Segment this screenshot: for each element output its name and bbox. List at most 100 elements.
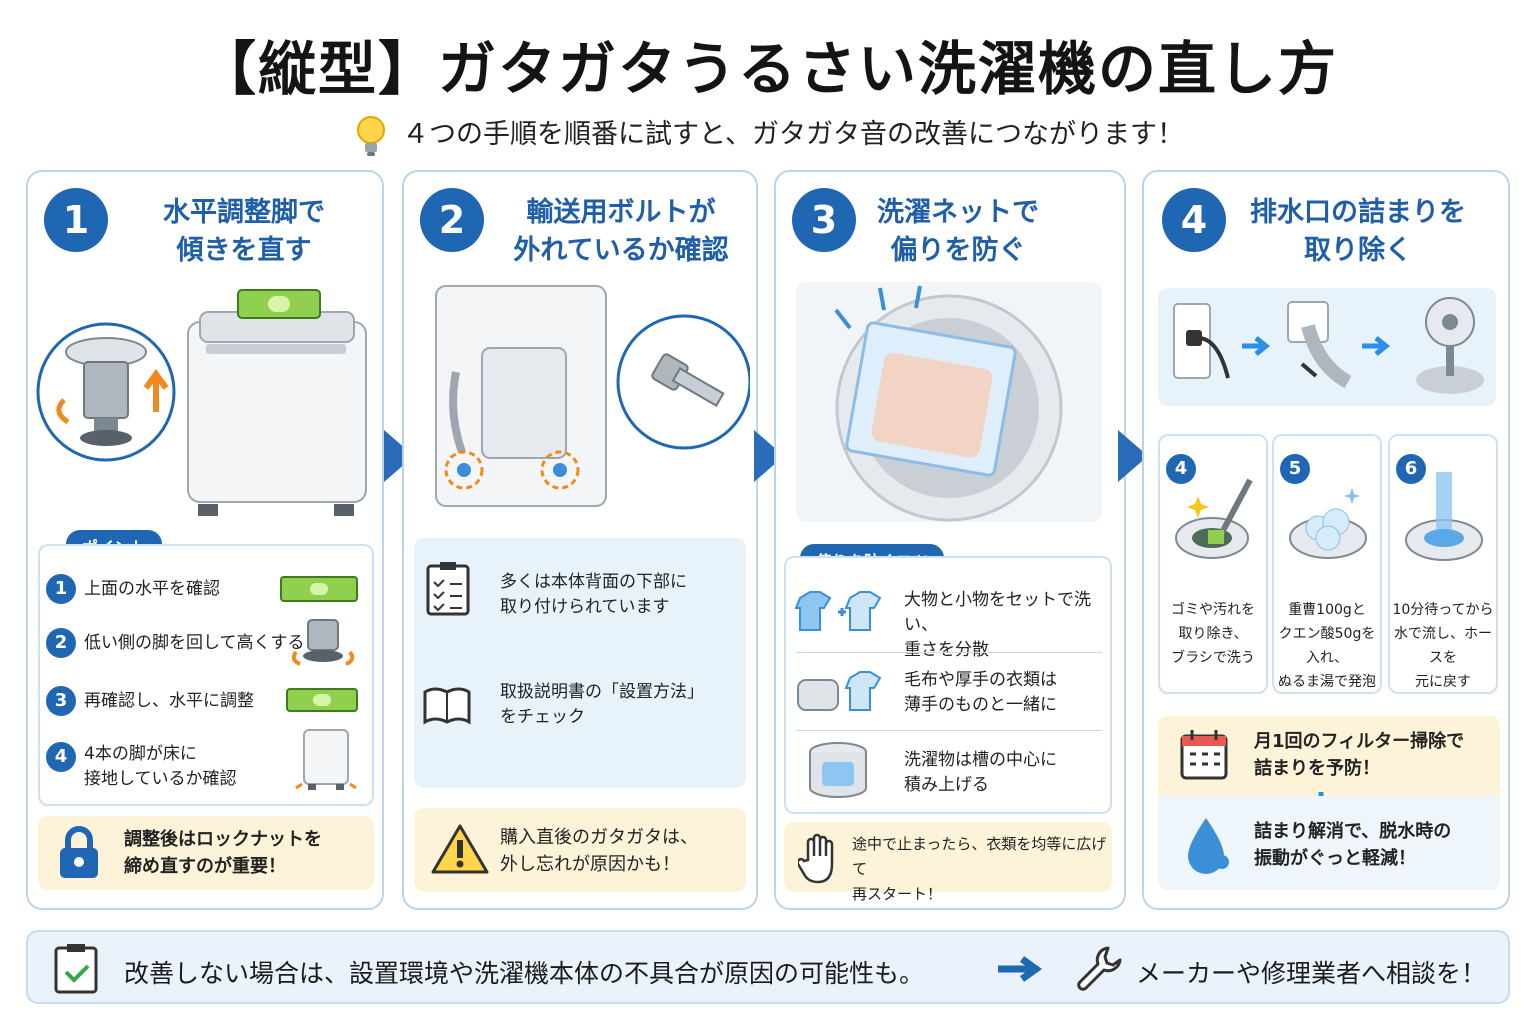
substep-text-4: ゴミや汚れを 取り除き、 ブラシで洗う	[1160, 598, 1266, 670]
step2-note-line1: 購入直後のガタガタは、	[500, 827, 698, 848]
tip-text-1-line1: 大物と小物をセットで洗い、	[904, 590, 1091, 635]
step-title-2-line1: 輸送用ボルトが	[526, 197, 716, 228]
step2-note: 購入直後のガタガタは、 外し忘れが原因かも！	[414, 808, 746, 892]
step-title-3-line1: 洗濯ネットで	[877, 197, 1039, 228]
tip-text-3-line2: 積み上げる	[904, 775, 989, 795]
point-text-4: 4本の脚が床に 接地しているか確認	[84, 742, 237, 792]
step-title-2-line2: 外れているか確認	[513, 235, 729, 266]
step-title-4-line2: 取り除く	[1304, 235, 1412, 266]
substep-text-6-line3: 元に戻す	[1415, 674, 1471, 690]
right-arrow-icon	[998, 956, 1043, 982]
step-number-4: 4	[1162, 188, 1226, 252]
substep-card-5: 5 重曹100gと クエン酸50gを入れ、 ぬるま湯で発泡	[1272, 434, 1382, 694]
tip-text-3: 洗濯物は槽の中心に 積み上げる	[904, 748, 1057, 798]
point-list: 1 上面の水平を確認 2 低い側の脚を回して高くする 3 再確認し、水平に調整 …	[38, 544, 374, 806]
step-number-2: 2	[420, 188, 484, 252]
step4-tip2-line2: 振動がぐっと軽減！	[1254, 848, 1416, 869]
step2-info2-line2: をチェック	[500, 707, 585, 727]
substep-text-4-line3: ブラシで洗う	[1171, 650, 1255, 666]
tip-text-2-line1: 毛布や厚手の衣類は	[904, 670, 1057, 690]
tip-text-1-line2: 重さを分散	[904, 640, 989, 660]
substep-card-4: 4 ゴミや汚れを 取り除き、 ブラシで洗う	[1158, 434, 1268, 694]
step-title-4-line1: 排水口の詰まりを	[1250, 197, 1466, 228]
point-number-1: 1	[46, 574, 76, 604]
step3-note: 途中で止まったら、衣類を均等に広げて 再スタート！	[784, 822, 1112, 903]
point-text-4-line2: 接地しているか確認	[84, 769, 237, 789]
step-title-4: 排水口の詰まりを 取り除く	[1238, 194, 1478, 270]
washer-feet-icon	[295, 729, 357, 790]
point-text-3: 再確認し、水平に調整	[84, 691, 254, 711]
step2-note-line2: 外し忘れが原因かも！	[500, 854, 680, 875]
footer-left-text: 改善しない場合は、設置環境や洗濯機本体の不具合が原因の可能性も。	[124, 959, 925, 988]
step-title-3: 洗濯ネットで 偏りを防ぐ	[868, 194, 1048, 270]
footer-banner: 改善しない場合は、設置環境や洗濯機本体の不具合が原因の可能性も。 メーカーや修理…	[26, 930, 1510, 1004]
tip-text-2-line2: 薄手のものと一緒に	[904, 695, 1057, 715]
substep-text-6: 10分待ってから 水で流し、ホースを 元に戻す	[1390, 598, 1496, 694]
hand-stop-icon	[798, 833, 834, 884]
footer-right-text: メーカーや修理業者へ相談を！	[1136, 959, 1487, 988]
blanket-and-shirt-icon	[797, 671, 882, 711]
lock-icon	[60, 826, 98, 878]
calendar-icon	[1180, 730, 1228, 780]
step1-note-text: 調整後はロックナットを 締め直すのが重要！	[124, 826, 322, 880]
step1-note: 調整後はロックナットを 締め直すのが重要！	[38, 816, 374, 890]
substep-text-4-line2: 取り除き、	[1178, 626, 1248, 642]
step4-tip1-text: 月1回のフィルター掃除で 詰まりを予防！	[1254, 728, 1464, 782]
step-panel-3: 3 洗濯ネットで 偏りを防ぐ 偏りを防ぐコツ 大物と小物をセットで洗い、 重さを…	[774, 170, 1126, 910]
drain-sequence-illustration	[1158, 288, 1496, 406]
substep-number-6: 6	[1396, 454, 1426, 484]
step-panel-2: 2 輸送用ボルトが 外れているか確認 多くは本体背面の下部に 取り付けられていま…	[402, 170, 758, 910]
step2-note-text: 購入直後のガタガタは、 外し忘れが原因かも！	[500, 824, 698, 878]
washing-machine-level-illustration	[36, 289, 367, 516]
level-icon	[286, 688, 358, 712]
step-panel-1: 1 水平調整脚で 傾きを直す ポイント 1 上面の水平を確認 2 低い側の脚を回…	[26, 170, 384, 910]
substep-number-4: 4	[1166, 454, 1196, 484]
substep-text-5: 重曹100gと クエン酸50gを入れ、 ぬるま湯で発泡	[1274, 598, 1380, 694]
substep-text-6-line1: 10分待ってから	[1392, 602, 1494, 618]
step3-note-text: 途中で止まったら、衣類を均等に広げて 再スタート！	[852, 832, 1112, 907]
step-title-2: 輸送用ボルトが 外れているか確認	[496, 194, 746, 270]
transport-bolt-illustration	[435, 285, 750, 507]
point-number-2: 2	[46, 628, 76, 658]
page-subtitle: ４つの手順を順番に試すと、ガタガタ音の改善につながります！	[0, 112, 1536, 159]
page-title: 【縦型】ガタガタうるさい洗濯機の直し方	[197, 35, 1338, 103]
lightbulb-icon	[357, 115, 386, 156]
point-number-3: 3	[46, 686, 76, 716]
substep-number-5: 5	[1280, 454, 1310, 484]
brush-cleaning-icon	[1175, 478, 1253, 559]
substep-text-5-line1: 重曹100gと	[1288, 602, 1366, 618]
tips-list: 大物と小物をセットで洗い、 重さを分散 毛布や厚手の衣類は 薄手のものと一緒に …	[784, 556, 1112, 814]
substep-text-5-line3: ぬるま湯で発泡	[1278, 674, 1376, 690]
point-text-1: 上面の水平を確認	[84, 579, 220, 599]
step4-tips: 月1回のフィルター掃除で 詰まりを予防！ 詰まり解消で、脱水時の 振動がぐっと軽…	[1158, 716, 1500, 890]
step3-note-line1: 途中で止まったら、衣類を均等に広げて	[852, 835, 1107, 878]
tip-text-1: 大物と小物をセットで洗い、 重さを分散	[904, 588, 1110, 663]
step-title-1: 水平調整脚で 傾きを直す	[120, 194, 368, 270]
water-flush-icon	[1405, 472, 1483, 561]
step2-info-box: 多くは本体背面の下部に 取り付けられています 取扱説明書の「設置方法」 をチェッ…	[414, 538, 746, 788]
drum-center-icon	[809, 742, 867, 798]
step4-tip1-line1: 月1回のフィルター掃除で	[1254, 731, 1465, 752]
step-number-3: 3	[792, 188, 856, 252]
shirts-icon	[794, 591, 882, 631]
subtitle-text: ４つの手順を順番に試すと、ガタガタ音の改善につながります！	[402, 119, 1184, 150]
substep-text-5-line2: クエン酸50gを入れ、	[1278, 626, 1376, 666]
step3-note-line2: 再スタート！	[852, 885, 943, 903]
step4-tip2-text: 詰まり解消で、脱水時の 振動がぐっと軽減！	[1254, 818, 1451, 872]
substep-text-6-line2: 水で流し、ホースを	[1394, 626, 1492, 666]
tips-divider	[796, 652, 1102, 653]
substep-card-6: 6 10分待ってから 水で流し、ホースを 元に戻す	[1388, 434, 1498, 694]
wrench-icon	[1077, 946, 1122, 991]
clipboard-check-icon	[54, 944, 98, 994]
step2-info2-line1: 取扱説明書の「設置方法」	[500, 682, 704, 702]
substep-text-4-line1: ゴミや汚れを	[1171, 602, 1255, 618]
warning-icon	[431, 824, 489, 874]
laundry-net-drum-illustration	[796, 282, 1102, 522]
step1-note-line2: 締め直すのが重要！	[124, 856, 286, 877]
point-text-4-line1: 4本の脚が床に	[84, 744, 197, 764]
baking-soda-foam-icon	[1289, 488, 1367, 559]
level-icon	[280, 576, 358, 602]
manual-book-icon	[423, 687, 471, 725]
step4-tip2-line1: 詰まり解消で、脱水時の	[1254, 821, 1452, 842]
leg-adjust-icon	[291, 619, 355, 666]
